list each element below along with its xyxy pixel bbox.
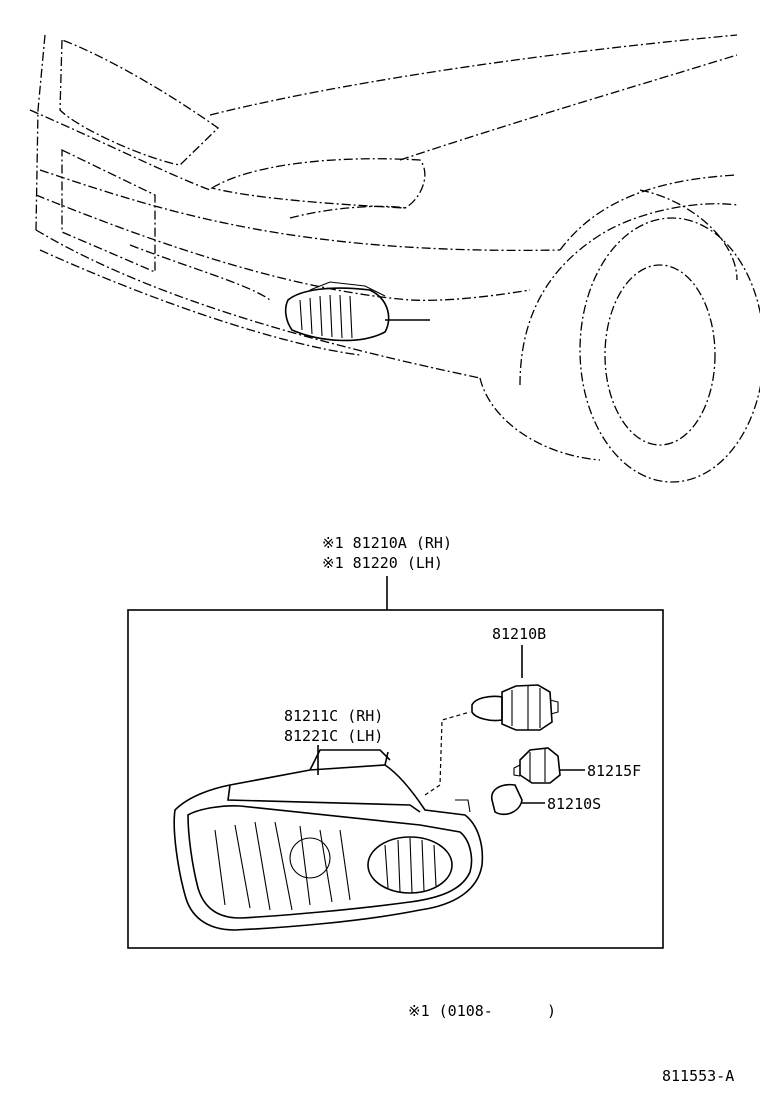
small-bulb-81210s: 81210S	[491, 783, 601, 816]
socket-81215f: 81215F	[513, 747, 641, 784]
assembly-callout: ※1 81210A (RH) ※1 81220 (LH)	[322, 534, 452, 610]
car-front-illustration	[29, 34, 760, 483]
assembly-label-rh: ※1 81210A (RH)	[322, 534, 452, 552]
bulb-81210b: 81210B	[471, 625, 559, 731]
footnote: ※1 (0108- )	[408, 1002, 556, 1020]
fog-lamp-housing	[173, 711, 484, 931]
lens-housing-callout: 81211C (RH) 81221C (LH)	[284, 707, 383, 745]
lens-housing-label-lh: 81221C (LH)	[284, 727, 383, 745]
small-bulb-label: 81210S	[547, 795, 601, 813]
lens-housing-label-rh: 81211C (RH)	[284, 707, 383, 725]
detail-frame	[127, 609, 664, 949]
assembly-label-lh: ※1 81220 (LH)	[322, 554, 443, 572]
socket-label: 81215F	[587, 762, 641, 780]
bulb-label: 81210B	[492, 625, 546, 643]
diagram-id: 811553-A	[662, 1067, 734, 1085]
